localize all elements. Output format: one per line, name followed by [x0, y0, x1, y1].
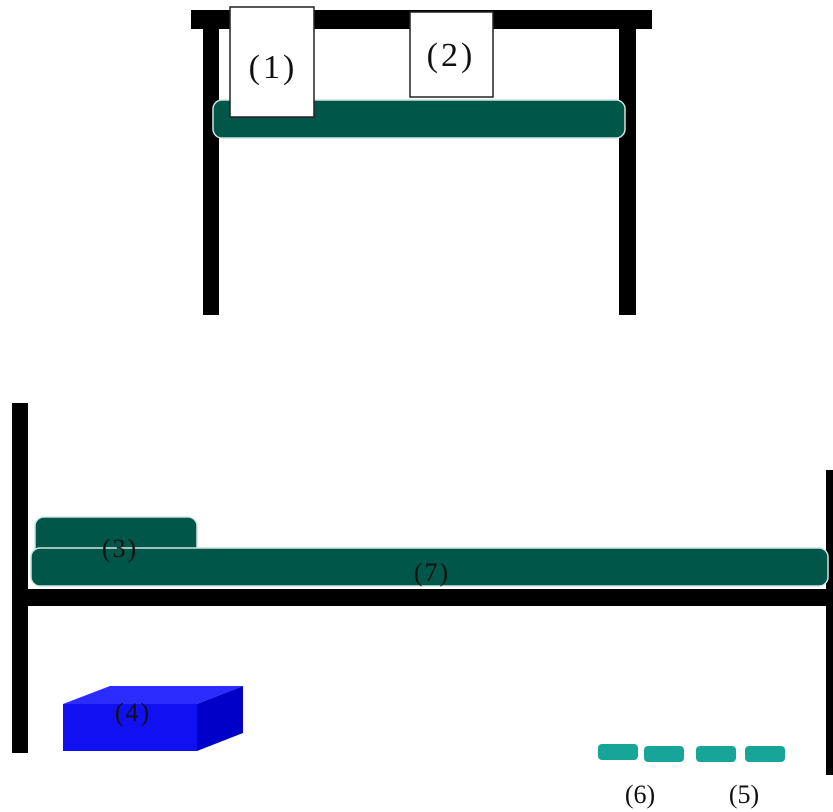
lower-left-post	[12, 403, 28, 753]
lower-rail	[12, 589, 833, 606]
label-5: (5)	[729, 780, 759, 809]
label-4: (4)	[115, 698, 151, 727]
label-2: (2)	[427, 37, 476, 74]
card-2: (2)	[410, 12, 493, 97]
shoe-5a	[696, 746, 736, 762]
upper-left-post	[203, 10, 219, 315]
shoe-6b	[644, 746, 684, 762]
label-7: (7)	[414, 558, 450, 587]
shoes: (6) (5)	[598, 744, 785, 809]
storage-box: (4)	[63, 686, 243, 751]
card-1: (1)	[230, 7, 314, 117]
shoe-6a	[598, 744, 638, 760]
label-6: (6)	[625, 780, 655, 809]
upper-right-post	[619, 10, 636, 315]
shoe-5b	[745, 746, 785, 762]
label-1: (1)	[249, 49, 298, 86]
lower-right-post	[826, 470, 833, 775]
label-3: (3)	[102, 534, 138, 563]
